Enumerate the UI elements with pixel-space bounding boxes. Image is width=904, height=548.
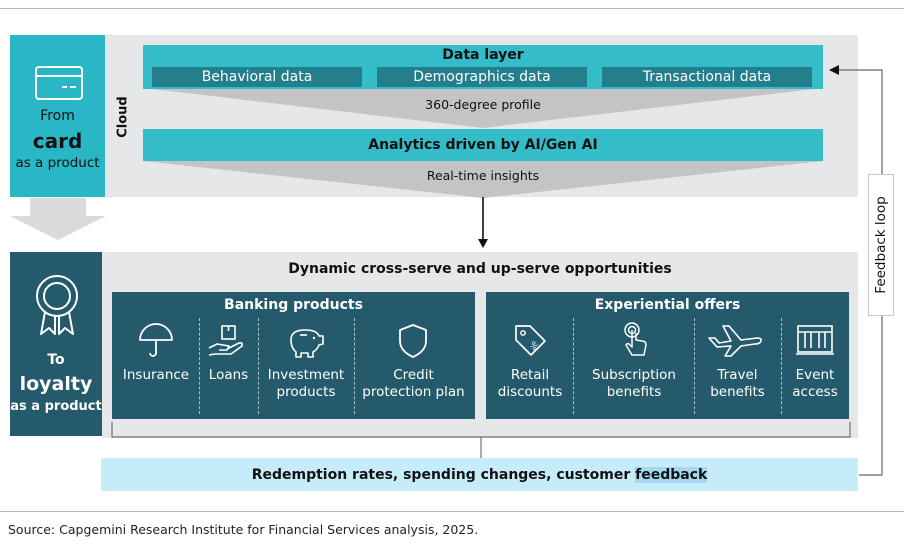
as-product-label-2: as a product <box>10 398 102 414</box>
card-panel: From card as a product <box>10 35 105 197</box>
profile-label: 360-degree profile <box>425 96 541 112</box>
piggy-bank-icon <box>290 329 324 358</box>
award-ribbon-icon <box>36 275 78 335</box>
top-divider <box>0 8 904 9</box>
loyalty-panel: To loyalty as a product <box>10 252 102 436</box>
redemption-highlight: feedback <box>635 466 708 483</box>
loyalty-label: loyalty <box>19 373 93 395</box>
source-note: Source: Capgemini Research Institute for… <box>8 522 479 537</box>
divider <box>354 318 355 414</box>
redemption-text: Redemption rates, spending changes, cust… <box>251 466 636 483</box>
credit-card-icon <box>35 66 83 100</box>
stadium-icon <box>796 325 834 355</box>
travel-benefits-label: Travel benefits <box>710 367 765 400</box>
event-access-label: Event access <box>792 367 838 400</box>
cloud-label-wrap: Cloud <box>113 93 133 141</box>
airplane-icon <box>708 325 762 357</box>
investment-products-label: Investment products <box>267 367 345 400</box>
card-label: card <box>32 129 83 153</box>
analytics-box: Analytics driven by AI/Gen AI <box>143 129 823 161</box>
from-label: From <box>40 108 75 124</box>
insights-arrow-icon <box>478 197 488 248</box>
redemption-bar: Redemption rates, spending changes, cust… <box>101 458 858 491</box>
opportunities-title: Dynamic cross-serve and up-serve opportu… <box>288 261 672 277</box>
divider <box>258 318 259 414</box>
as-product-label-1: as a product <box>15 155 100 171</box>
retail-discounts-label: Retail discounts <box>497 367 563 400</box>
divider <box>199 318 200 414</box>
transactional-data-chip: Transactional data <box>602 67 812 87</box>
insights-label: Real-time insights <box>426 167 540 183</box>
cloud-label: Cloud <box>115 96 131 138</box>
experiential-offers-box <box>486 292 849 419</box>
behavioral-data-chip: Behavioral data <box>152 67 362 87</box>
to-label: To <box>47 352 65 368</box>
touch-icon <box>624 322 647 356</box>
hand-box-icon <box>208 325 243 356</box>
insurance-label: Insurance <box>122 367 190 383</box>
bottom-divider <box>0 511 904 512</box>
transition-arrow-icon <box>10 198 106 240</box>
funnel-shapes <box>143 88 823 198</box>
banking-products-title: Banking products <box>224 297 363 313</box>
feedback-loop-label: Feedback loop <box>873 196 889 294</box>
umbrella-icon <box>139 323 173 357</box>
bracket-connector <box>111 422 851 458</box>
divider <box>781 318 782 414</box>
divider <box>573 318 574 414</box>
price-tag-icon: % <box>515 325 546 356</box>
experiential-offers-title: Experiential offers <box>594 297 741 313</box>
shield-icon <box>399 324 427 358</box>
loans-label: Loans <box>208 367 249 383</box>
credit-protection-label: Credit protection plan <box>362 367 465 400</box>
data-layer-title: Data layer <box>442 47 524 63</box>
divider <box>694 318 695 414</box>
subscription-benefits-label: Subscription benefits <box>592 367 676 400</box>
feedback-loop-box: Feedback loop <box>868 174 894 316</box>
demographics-data-chip: Demographics data <box>377 67 587 87</box>
